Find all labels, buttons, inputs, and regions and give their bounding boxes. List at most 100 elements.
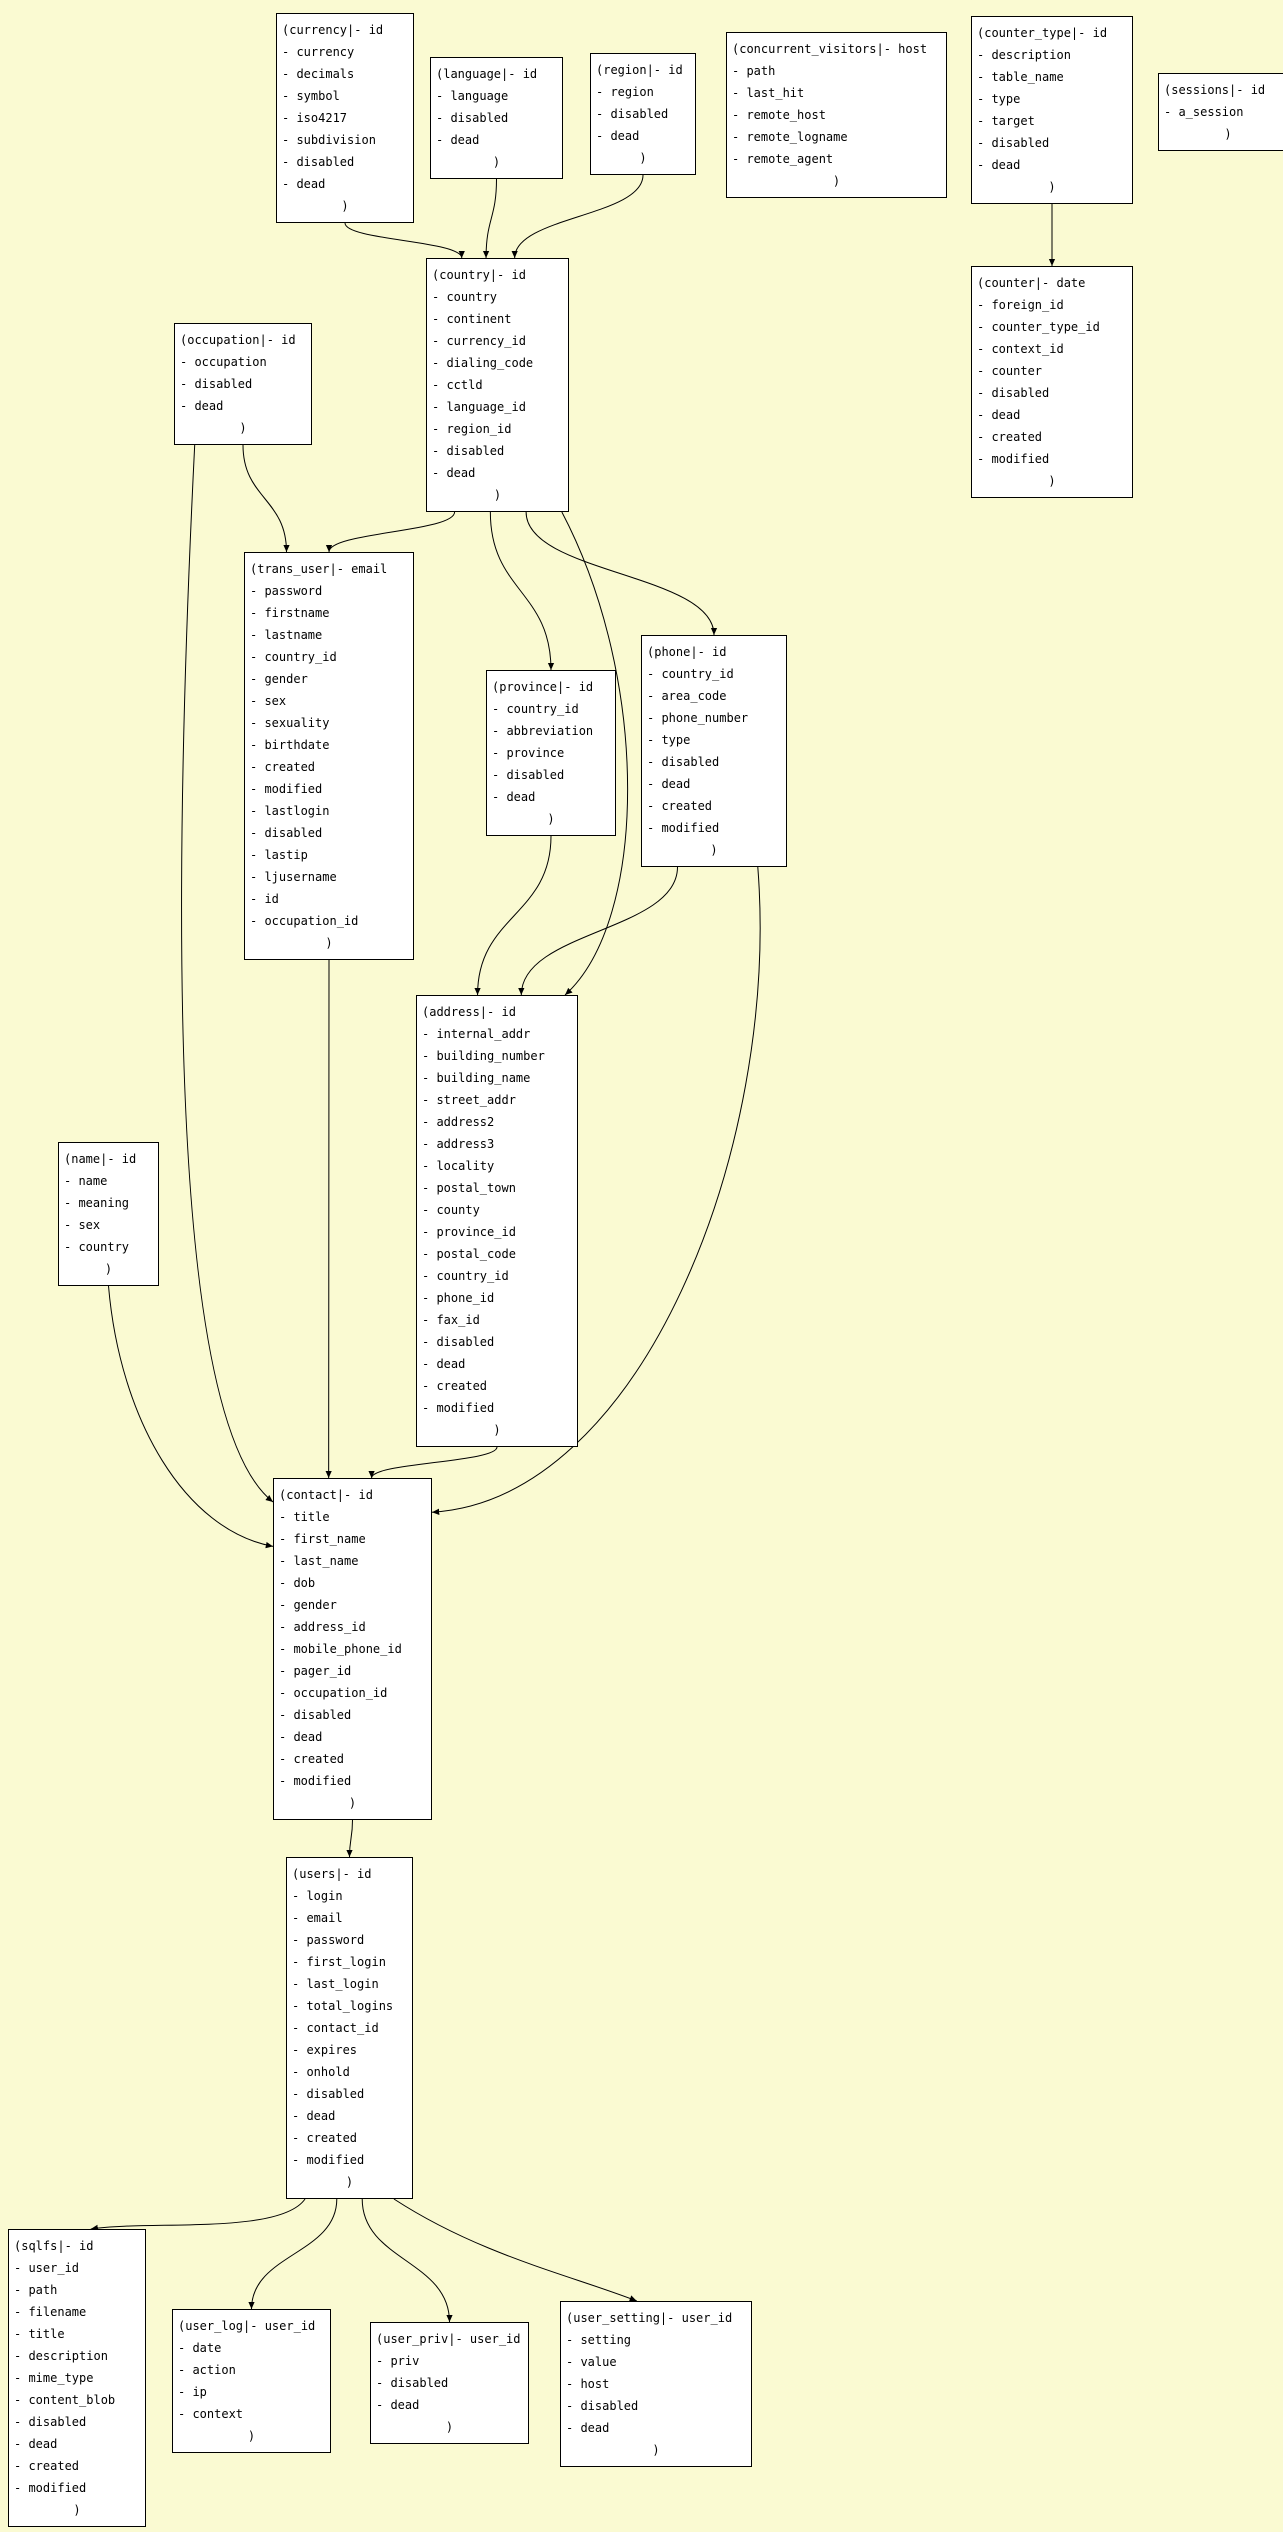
table-field-row: - dead	[376, 2398, 420, 2412]
table-field-row: - symbol	[282, 89, 340, 103]
relation-edge-occupation-trans_user	[242, 444, 290, 553]
table-field-row: - country_id	[492, 702, 579, 716]
relation-edge-phone-contact	[431, 866, 761, 1515]
table-field-row: - dead	[282, 177, 326, 191]
table-field-row: - disabled	[282, 155, 355, 169]
table-field-row: - description	[977, 48, 1071, 62]
relation-edge-users-sqlfs	[90, 2198, 306, 2232]
table-field-row: - province	[492, 746, 565, 760]
table-field-row: - lastlogin	[250, 804, 330, 818]
table-header-row: (phone|- id	[647, 645, 727, 659]
table-field-row: - first_login	[292, 1955, 386, 1969]
table-field-row: - address_id	[279, 1620, 366, 1634]
table-field-row: - id	[250, 892, 279, 906]
table-field-row: - sexuality	[250, 716, 330, 730]
table-field-row: - disabled	[279, 1708, 352, 1722]
table-field-row: - country_id	[422, 1269, 509, 1283]
table-close-row: )	[73, 2503, 81, 2517]
table-field-row: - dead	[647, 777, 691, 791]
table-close-row: )	[493, 1423, 501, 1437]
table-field-row: - disabled	[14, 2415, 87, 2429]
table-field-row: - disabled	[566, 2399, 639, 2413]
table-occupation: (occupation|- id- occupation- disabled- …	[174, 323, 312, 445]
table-close-row: )	[325, 936, 333, 950]
table-field-row: - modified	[14, 2481, 87, 2495]
table-close-row: )	[348, 1796, 357, 1810]
table-close-row: )	[345, 2175, 354, 2189]
table-field-row: - gender	[279, 1598, 337, 1612]
table-field-row: - firstname	[250, 606, 330, 620]
table-field-row: - cctld	[432, 378, 483, 392]
relation-edge-province-address	[474, 835, 552, 996]
table-field-row: - created	[279, 1752, 345, 1766]
table-field-row: - currency	[282, 45, 355, 59]
table-user_setting: (user_setting|- user_id- setting- value-…	[560, 2301, 752, 2467]
relation-edge-language-country	[482, 178, 497, 259]
table-field-row: - a_session	[1164, 105, 1244, 119]
table-field-row: - onhold	[292, 2065, 350, 2079]
table-header-row: (currency|- id	[282, 23, 384, 37]
table-close-row: )	[1048, 474, 1056, 488]
table-field-row: - dead	[436, 133, 480, 147]
table-field-row: - birthdate	[250, 738, 330, 752]
table-field-row: - phone_id	[422, 1291, 495, 1305]
table-field-row: - disabled	[180, 377, 253, 391]
table-address: (address|- id- internal_addr- building_n…	[416, 995, 578, 1447]
table-region: (region|- id- region- disabled- dead)	[590, 53, 696, 175]
table-field-row: - address2	[422, 1115, 495, 1129]
table-header-row: (sqlfs|- id	[14, 2239, 94, 2253]
table-field-row: - phone_number	[647, 711, 749, 725]
table-province: (province|- id- country_id- abbreviation…	[486, 670, 616, 836]
table-concurrent_visitors: (concurrent_visitors|- host- path- last_…	[726, 32, 947, 198]
table-close-row: )	[1224, 127, 1232, 141]
table-close-row: )	[239, 421, 247, 435]
table-field-row: - disabled	[292, 2087, 365, 2101]
table-field-row: - disabled	[977, 386, 1050, 400]
table-field-row: - dead	[977, 408, 1021, 422]
table-field-row: - disabled	[492, 768, 565, 782]
table-field-row: - contact_id	[292, 2021, 379, 2035]
table-header-row: (trans_user|- email	[250, 562, 388, 576]
table-field-row: - dead	[566, 2421, 610, 2435]
table-field-row: - dead	[292, 2109, 336, 2123]
table-header-row: (counter|- date	[977, 276, 1086, 290]
table-field-row: - created	[977, 430, 1043, 444]
table-field-row: - remote_host	[732, 108, 826, 122]
table-field-row: - disabled	[422, 1335, 495, 1349]
table-field-row: - table_name	[977, 70, 1064, 84]
table-close-row: )	[832, 174, 841, 188]
table-field-row: - occupation_id	[279, 1686, 388, 1700]
table-field-row: - dead	[14, 2437, 58, 2451]
table-field-row: - created	[647, 799, 713, 813]
table-field-row: - ljusername	[250, 870, 337, 884]
table-field-row: - building_name	[422, 1071, 531, 1085]
table-header-row: (user_log|- user_id	[178, 2319, 316, 2333]
table-field-row: - title	[14, 2327, 65, 2341]
table-field-row: - modified	[422, 1401, 495, 1415]
table-close-row: )	[547, 812, 555, 826]
table-close-row: )	[104, 1262, 113, 1276]
table-field-row: - context_id	[977, 342, 1064, 356]
table-field-row: - dead	[977, 158, 1021, 172]
table-header-row: (users|- id	[292, 1867, 372, 1881]
table-name: (name|- id- name- meaning- sex- country)	[58, 1142, 159, 1286]
relation-edge-users-user_log	[248, 2198, 338, 2310]
table-header-row: (user_priv|- user_id	[376, 2332, 521, 2346]
table-field-row: - dead	[279, 1730, 323, 1744]
table-field-row: - content_blob	[14, 2393, 116, 2407]
table-country: (country|- id- country- continent- curre…	[426, 258, 569, 512]
table-header-row: (province|- id	[492, 680, 594, 694]
table-field-row: - created	[250, 760, 316, 774]
table-field-row: - country_id	[647, 667, 734, 681]
table-field-row: - internal_addr	[422, 1027, 531, 1041]
table-close-row: )	[247, 2429, 256, 2443]
relation-edge-country-phone	[525, 511, 718, 636]
table-field-row: - counter_type_id	[977, 320, 1100, 334]
table-field-row: - action	[178, 2363, 236, 2377]
table-field-row: - disabled	[647, 755, 720, 769]
table-field-row: - host	[566, 2377, 610, 2391]
table-field-row: - login	[292, 1889, 343, 1903]
table-field-row: - lastname	[250, 628, 323, 642]
table-header-row: (counter_type|- id	[977, 26, 1108, 40]
